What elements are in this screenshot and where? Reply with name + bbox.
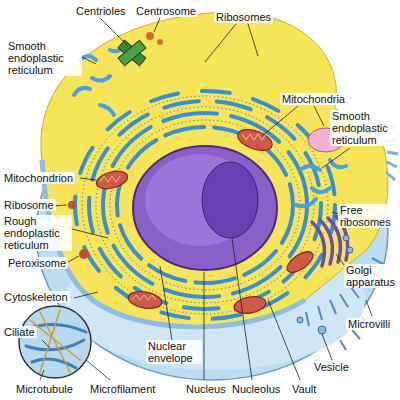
- part-label: Rough endoplastic reticulum: [2, 215, 72, 251]
- part-label: Cytoskeleton: [2, 291, 70, 303]
- part-label: Peroxisome: [6, 257, 68, 269]
- part-label: Centrosome: [134, 5, 198, 17]
- part-label: Vault: [290, 383, 318, 395]
- centrosome: [146, 32, 163, 45]
- ribosome-dots: [82, 96, 328, 314]
- part-label: Mitochondrion: [2, 172, 75, 184]
- part-label: Nucleolus: [230, 383, 282, 395]
- part-label: Vesicle: [312, 361, 351, 373]
- leader-lines: [40, 18, 372, 380]
- part-label: Microtubule: [14, 383, 75, 395]
- part-label: Ribosomes: [214, 11, 273, 23]
- part-label: Golgi apparatus: [344, 264, 398, 288]
- part-label: Mitochondria: [280, 93, 347, 105]
- part-label: Microfilament: [88, 383, 157, 395]
- part-label: Ribosome: [2, 199, 56, 211]
- mitochondria: [94, 125, 316, 315]
- part-label: Microvilli: [346, 318, 392, 330]
- nucleolus: [202, 162, 258, 238]
- part-label: Ciliate: [2, 326, 37, 338]
- inset-cytoskeleton: [19, 306, 91, 378]
- cytoplasm: [41, 12, 388, 327]
- nucleus: [133, 146, 277, 270]
- cristae: [100, 134, 266, 300]
- part-label: Nuclear envelope: [146, 340, 202, 364]
- part-label: Centrioles: [74, 5, 128, 17]
- part-label: Smooth endoplastic reticulum: [6, 40, 82, 76]
- part-label: Smooth endoplastic reticulum: [330, 110, 398, 146]
- inset-fibres: [24, 310, 86, 372]
- part-label: Free ribosomes: [338, 204, 398, 228]
- part-label: Nucleus: [184, 383, 228, 395]
- centrioles: [118, 40, 146, 66]
